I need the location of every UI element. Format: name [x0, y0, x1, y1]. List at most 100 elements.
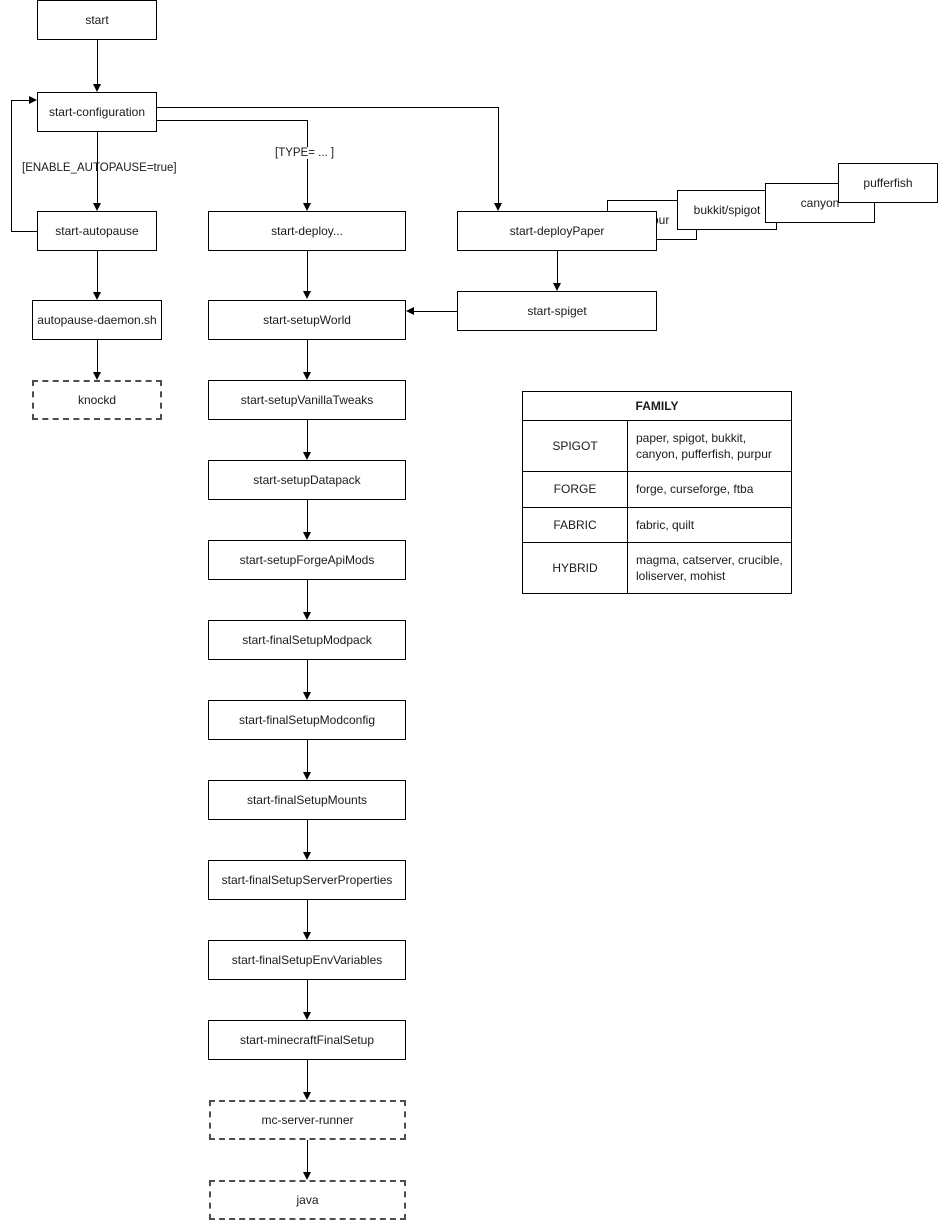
arrowhead-mounts-to-serverproperties [302, 852, 311, 860]
node-start-configuration-label: start-configuration [48, 104, 146, 119]
family-values-forge: forge, curseforge, ftba [627, 471, 792, 508]
edge-modpack-to-modconfig [307, 660, 308, 692]
node-start-finalsetupserverproperties-label: start-finalSetupServerProperties [221, 872, 393, 887]
arrowhead-setupworld-to-vanillatweaks [302, 372, 311, 380]
family-key-fabric: FABRIC [522, 506, 628, 543]
node-start-setupforgeapimods-label: start-setupForgeApiMods [239, 552, 375, 567]
arrowhead-spiget-to-setupworld [406, 306, 414, 315]
arrowhead-autopause-loop [29, 95, 37, 104]
edge-datapack-to-forgeapimods [307, 500, 308, 532]
edge-autopause-loop-bottom [11, 231, 37, 232]
edge-configuration-to-deploy-v [307, 120, 308, 203]
node-java[interactable]: java [209, 1180, 406, 1220]
node-start-setupforgeapimods[interactable]: start-setupForgeApiMods [208, 540, 406, 580]
node-knockd-label: knockd [77, 392, 117, 407]
edge-label-type: [TYPE= ... ] [273, 147, 337, 159]
edge-spiget-to-setupworld [414, 311, 457, 312]
node-start-deploy-label: start-deploy... [271, 223, 343, 238]
node-mc-server-runner-label: mc-server-runner [261, 1112, 354, 1127]
edge-deploy-to-setupworld [307, 251, 308, 292]
edge-setupworld-to-vanillatweaks [307, 340, 308, 372]
table-row: SPIGOT paper, spigot, bukkit, canyon, pu… [522, 419, 792, 473]
edge-deploypaper-to-spiget [557, 251, 558, 283]
node-start-finalsetupmodconfig[interactable]: start-finalSetupModconfig [208, 700, 406, 740]
arrowhead-daemon-to-knockd [92, 372, 101, 380]
node-variant-pufferfish-label: pufferfish [863, 176, 913, 190]
family-table-body: SPIGOT paper, spigot, bukkit, canyon, pu… [522, 419, 792, 595]
edge-serverproperties-to-envvariables [307, 900, 308, 932]
family-key-forge: FORGE [522, 471, 628, 508]
node-start-deploypaper-label: start-deployPaper [509, 223, 605, 238]
edge-configuration-to-deploy-h [157, 120, 307, 121]
node-start-finalsetupenvvariables[interactable]: start-finalSetupEnvVariables [208, 940, 406, 980]
family-key-hybrid: HYBRID [522, 541, 628, 595]
node-start-deploypaper[interactable]: start-deployPaper [457, 211, 657, 251]
node-variant-canyon-label: canyon [800, 196, 840, 210]
arrowhead-envvariables-to-minecraftfinalsetup [302, 1012, 311, 1020]
edge-start-to-configuration [97, 40, 98, 84]
node-start-spiget[interactable]: start-spiget [457, 291, 657, 331]
table-row: FORGE forge, curseforge, ftba [522, 471, 792, 508]
arrowhead-autopause-to-daemon [92, 292, 101, 300]
node-start-deploy[interactable]: start-deploy... [208, 211, 406, 251]
edge-autopause-to-daemon [97, 251, 98, 292]
node-start-label: start [85, 12, 109, 27]
node-variant-pufferfish[interactable]: pufferfish [838, 163, 938, 203]
edge-mounts-to-serverproperties [307, 820, 308, 852]
arrowhead-mcserverrunner-to-java [302, 1172, 311, 1180]
node-autopause-daemon[interactable]: autopause-daemon.sh [32, 300, 162, 340]
node-start-configuration[interactable]: start-configuration [37, 92, 157, 132]
arrowhead-configuration-to-autopause [92, 203, 101, 211]
edge-autopause-loop-left [11, 100, 12, 231]
family-table-header: FAMILY [522, 391, 792, 421]
arrowhead-configuration-to-deploypaper [493, 203, 502, 211]
edge-configuration-to-deploypaper-v [498, 107, 499, 203]
arrowhead-modpack-to-modconfig [302, 692, 311, 700]
table-row: FABRIC fabric, quilt [522, 506, 792, 543]
node-autopause-daemon-label: autopause-daemon.sh [37, 312, 157, 327]
node-mc-server-runner[interactable]: mc-server-runner [209, 1100, 406, 1140]
node-start-setupdatapack[interactable]: start-setupDatapack [208, 460, 406, 500]
arrowhead-modconfig-to-mounts [302, 772, 311, 780]
arrowhead-datapack-to-forgeapimods [302, 532, 311, 540]
node-start-spiget-label: start-spiget [527, 303, 587, 318]
arrowhead-vanillatweaks-to-datapack [302, 452, 311, 460]
node-start-finalsetupmodconfig-label: start-finalSetupModconfig [238, 712, 376, 727]
node-start-finalsetupmounts-label: start-finalSetupMounts [246, 792, 368, 807]
family-key-spigot: SPIGOT [522, 419, 628, 473]
family-values-fabric: fabric, quilt [627, 506, 792, 543]
node-variant-bukkit-spigot[interactable]: bukkit/spigot [677, 190, 777, 230]
node-start-finalsetupmodpack-label: start-finalSetupModpack [242, 632, 372, 647]
edge-envvariables-to-minecraftfinalsetup [307, 980, 308, 1012]
node-start-setupworld-label: start-setupWorld [263, 312, 351, 327]
arrowhead-serverproperties-to-envvariables [302, 932, 311, 940]
arrowhead-minecraftfinalsetup-to-mcserverrunner [302, 1092, 311, 1100]
node-start-setupvanillatweaks[interactable]: start-setupVanillaTweaks [208, 380, 406, 420]
arrowhead-forgeapimods-to-modpack [302, 612, 311, 620]
edge-label-enable-autopause: [ENABLE_AUTOPAUSE=true] [22, 162, 177, 174]
edge-daemon-to-knockd [97, 340, 98, 373]
table-row: HYBRID magma, catserver, crucible, lolis… [522, 541, 792, 595]
edge-minecraftfinalsetup-to-mcserverrunner [307, 1060, 308, 1092]
node-start-autopause[interactable]: start-autopause [37, 211, 157, 251]
edge-autopause-loop-top [11, 100, 29, 101]
node-start-finalsetupmodpack[interactable]: start-finalSetupModpack [208, 620, 406, 660]
node-java-label: java [296, 1192, 319, 1207]
node-start-setupdatapack-label: start-setupDatapack [253, 472, 361, 487]
node-start[interactable]: start [37, 0, 157, 40]
node-knockd[interactable]: knockd [32, 380, 162, 420]
node-start-finalsetupenvvariables-label: start-finalSetupEnvVariables [231, 952, 383, 967]
edge-vanillatweaks-to-datapack [307, 420, 308, 452]
node-start-minecraftfinalsetup[interactable]: start-minecraftFinalSetup [208, 1020, 406, 1060]
node-start-setupworld[interactable]: start-setupWorld [208, 300, 406, 340]
family-table: FAMILY SPIGOT paper, spigot, bukkit, can… [522, 391, 792, 595]
node-start-finalsetupmounts[interactable]: start-finalSetupMounts [208, 780, 406, 820]
family-values-hybrid: magma, catserver, crucible, loliserver, … [627, 541, 792, 595]
node-start-autopause-label: start-autopause [55, 223, 139, 238]
node-start-finalsetupserverproperties[interactable]: start-finalSetupServerProperties [208, 860, 406, 900]
arrowhead-deploypaper-to-spiget [552, 283, 561, 291]
edge-configuration-to-autopause [97, 132, 98, 203]
family-table-header-row: FAMILY [522, 391, 792, 421]
node-start-minecraftfinalsetup-label: start-minecraftFinalSetup [239, 1032, 375, 1047]
